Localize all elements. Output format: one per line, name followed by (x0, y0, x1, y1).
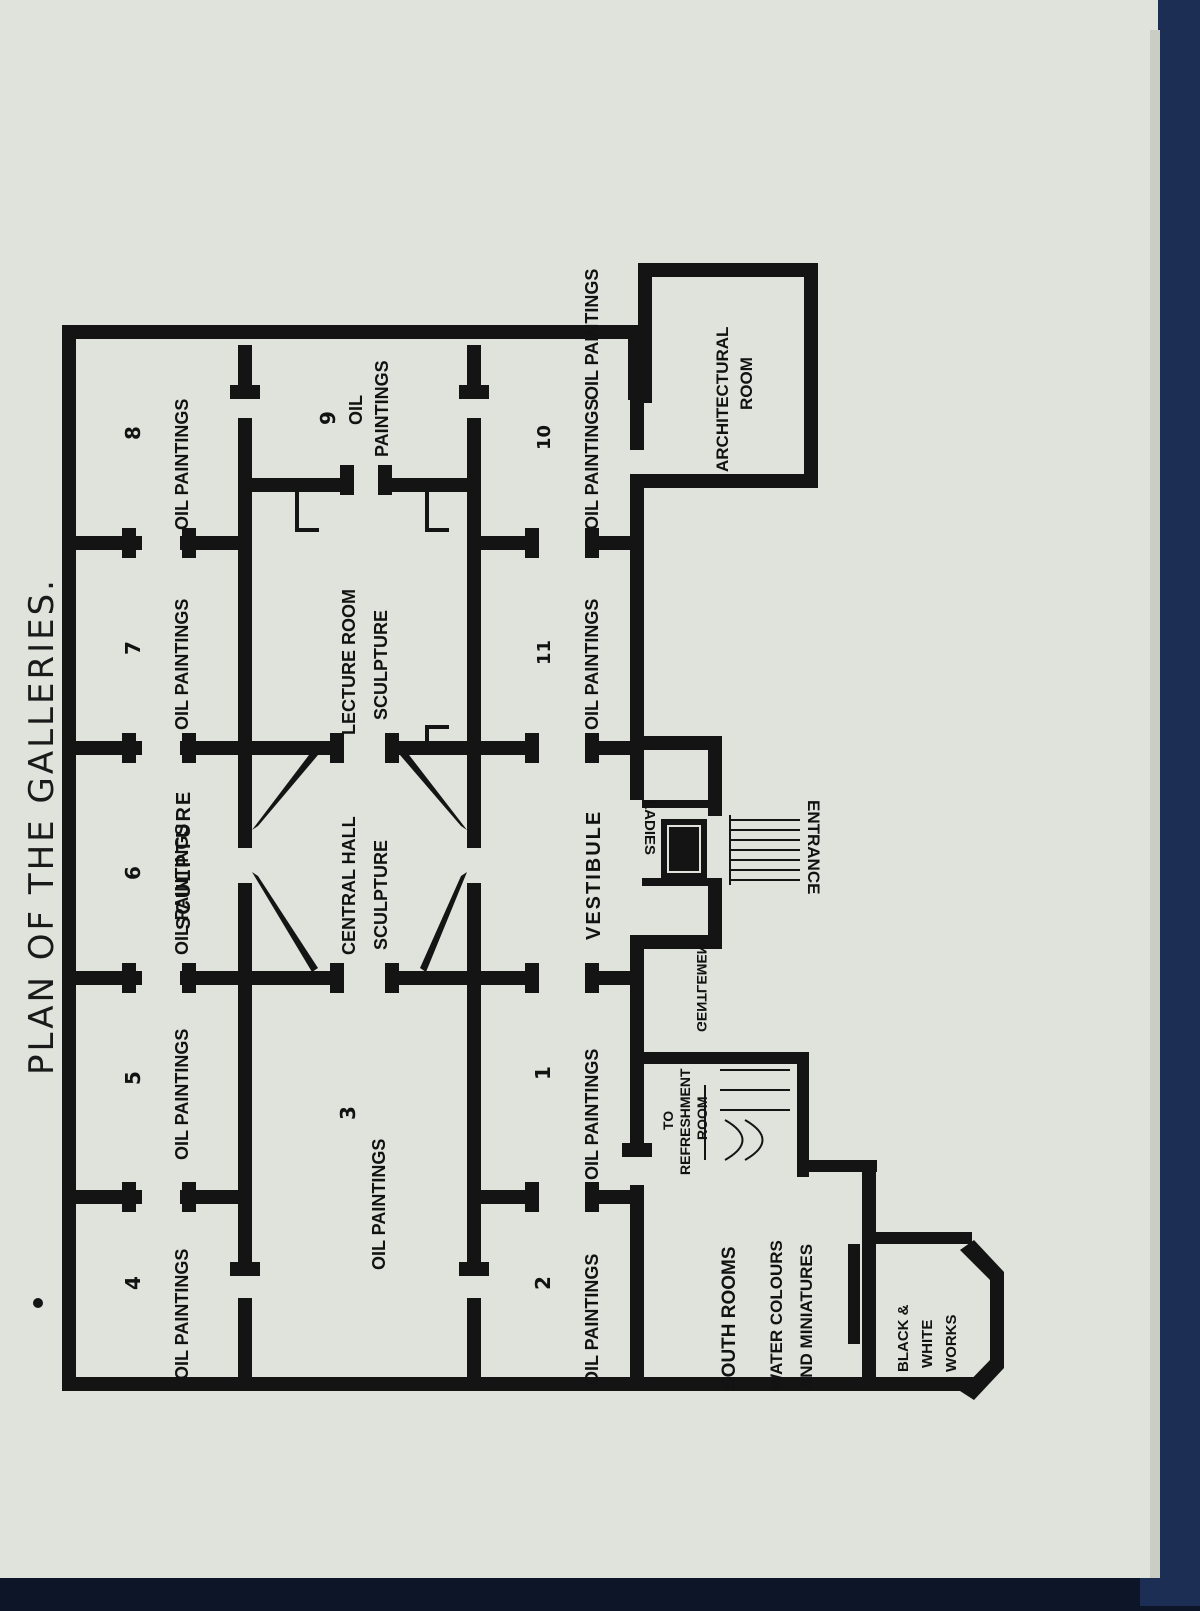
label-sculpture: SCULPTURE (173, 790, 195, 930)
label-water-colours: WATER COLOURS (767, 1240, 786, 1390)
label-sculpture: SCULPTURE (371, 840, 391, 950)
label-lecture-room: LECTURE ROOM (339, 589, 359, 735)
label-works: WORKS (943, 1315, 960, 1373)
label-oil-paintings: OIL PAINTINGS (582, 1049, 602, 1180)
col3-labels: OIL PAINTINGS 2 OIL PAINTINGS 1 VESTIBUL… (531, 269, 605, 1385)
plan-title: PLAN OF THE GALLERIES. (22, 577, 62, 1075)
paper-page (0, 0, 1158, 1578)
label-oil-paintings: OIL PAINTINGS (172, 1029, 192, 1160)
room-number: 6 (121, 866, 145, 880)
label-vestibule: VESTIBULE (583, 810, 605, 940)
label-oil-paintings: OIL PAINTINGS (172, 1249, 192, 1380)
label-south-rooms: SOUTH ROOMS (719, 1246, 740, 1390)
room-number: 3 (336, 1106, 360, 1120)
ink-dot (33, 1298, 43, 1308)
label-oil-paintings: OIL PAINTINGS (582, 399, 602, 530)
room-number: 4 (121, 1276, 145, 1290)
label-oil-paintings: OIL PAINTINGS (582, 269, 602, 400)
col1-labels: OIL PAINTINGS 4 OIL PAINTINGS 5 OIL PAIN… (121, 399, 195, 1380)
label-oil-paintings: OIL PAINTINGS (172, 824, 192, 955)
label-miniatures: AND MINIATURES (797, 1244, 816, 1390)
label-central-hall: CENTRAL HALL (339, 816, 359, 955)
annex-labels: ARCHITECTURAL ROOM LADIES GENTLEMEN ENTR… (641, 327, 960, 1390)
room-number: 8 (121, 426, 145, 440)
room-number: 2 (531, 1276, 555, 1290)
label-to: TO (660, 1111, 676, 1130)
room-number: 5 (121, 1071, 145, 1085)
room-number: 9 (316, 411, 340, 425)
label-white: WHITE (919, 1320, 936, 1368)
label-sculpture: SCULPTURE (371, 610, 391, 720)
label-refreshment: REFRESHMENT (677, 1068, 693, 1175)
label-architectural: ARCHITECTURAL (713, 327, 732, 472)
room-number: 7 (121, 641, 145, 655)
label-room: ROOM (737, 357, 756, 410)
label-oil-paintings: OIL PAINTINGS (172, 599, 192, 730)
label-black-and: BLACK & (895, 1304, 912, 1372)
label-refreshment-room: ROOM (694, 1096, 710, 1140)
label-ladies: LADIES (641, 800, 658, 855)
page-edge (1150, 30, 1160, 1578)
label-gentlemen: GENTLEMEN (694, 944, 710, 1032)
room-number: 1 (531, 1066, 555, 1080)
room-number: 10 (534, 425, 555, 450)
label-oil-paintings: OIL PAINTINGS (369, 1139, 389, 1270)
room-number: 11 (534, 640, 555, 665)
label-oil-paintings: OIL PAINTINGS (172, 399, 192, 530)
col2-labels: OIL PAINTINGS 3 CENTRAL HALL SCULPTURE L… (316, 360, 392, 1270)
label-oil-paintings: OIL PAINTINGS (582, 1254, 602, 1385)
label-paintings: PAINTINGS (372, 360, 392, 457)
floor-plan-walls (62, 263, 1004, 1400)
label-oil: OIL (346, 395, 366, 425)
label-entrance: ENTRANCE (804, 800, 823, 894)
label-oil-paintings: OIL PAINTINGS (582, 599, 602, 730)
